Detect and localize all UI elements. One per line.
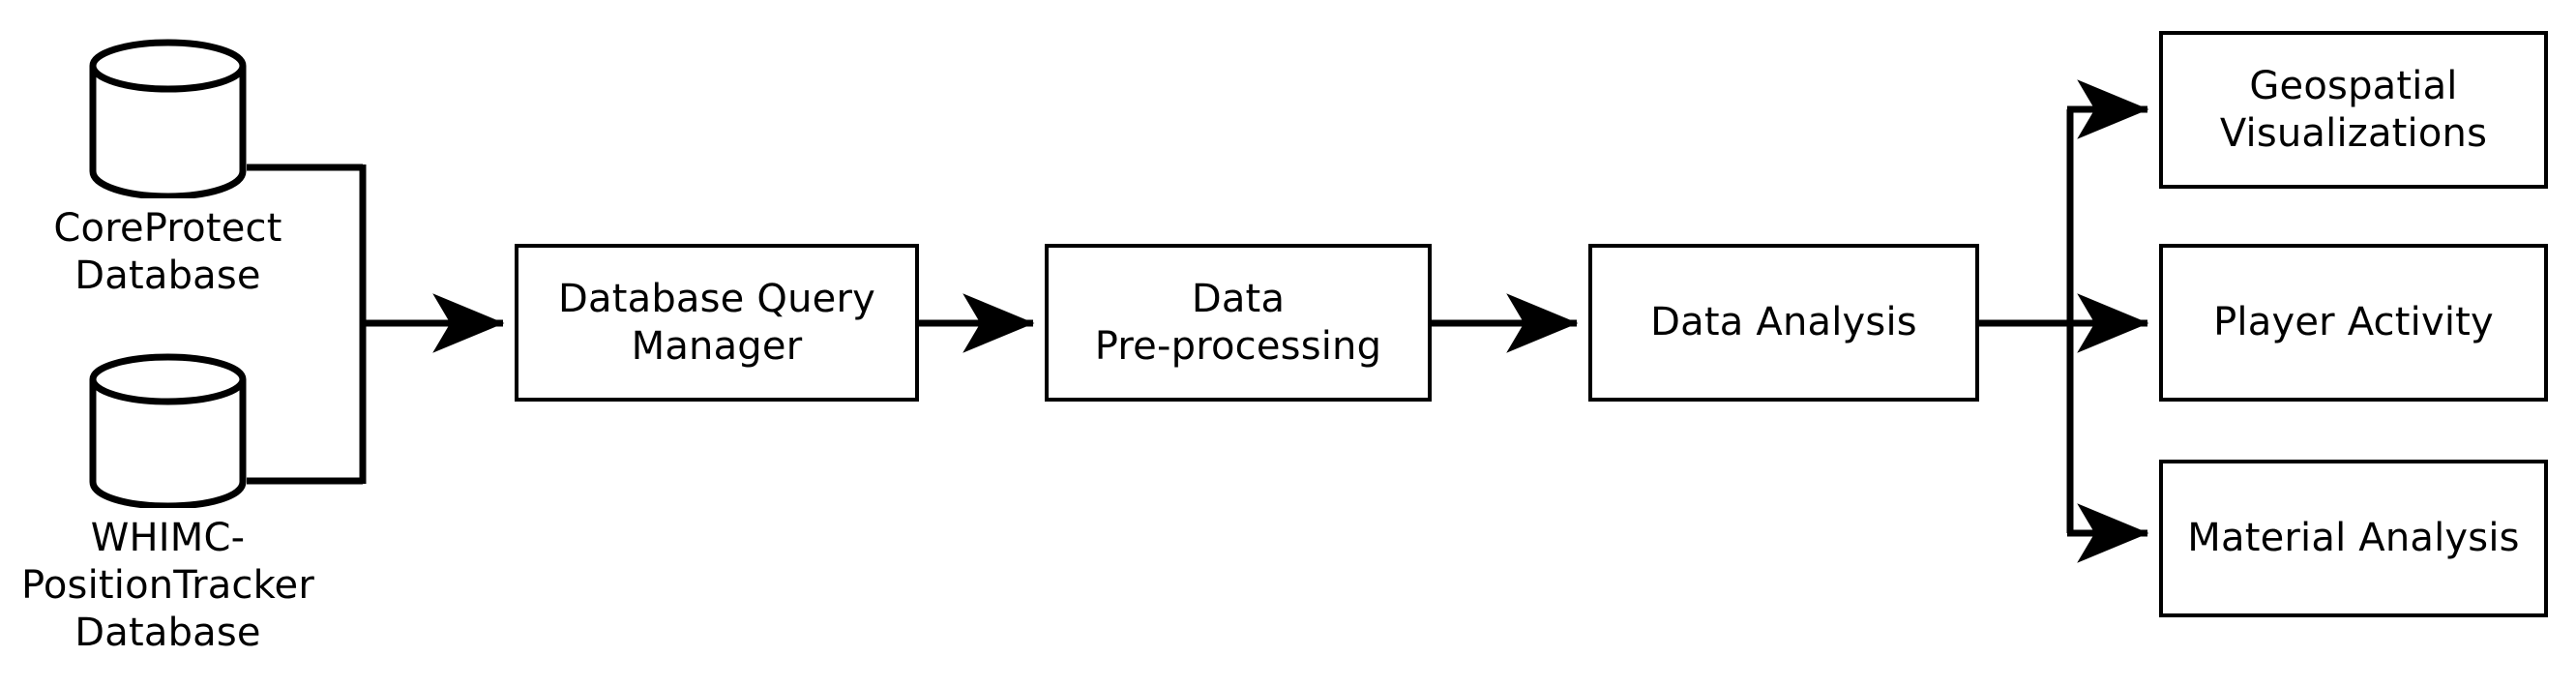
source-label-coreprotect-db: CoreProtect Database bbox=[53, 206, 282, 298]
source-node-coreprotect-db[interactable]: CoreProtect Database bbox=[53, 39, 281, 298]
process-box-data-pre-processing[interactable]: Data Pre-processing bbox=[1045, 244, 1432, 402]
output-box-material-analysis[interactable]: Material Analysis bbox=[2159, 460, 2548, 617]
output-box-player-activity[interactable]: Player Activity bbox=[2159, 244, 2548, 402]
output-box-geospatial-visualizations[interactable]: Geospatial Visualizations bbox=[2159, 31, 2548, 189]
source-label-whimc-db: WHIMC- PositionTracker Database bbox=[20, 516, 315, 655]
process-box-database-query-manager[interactable]: Database Query Manager bbox=[515, 244, 919, 402]
source-node-whimc-db[interactable]: WHIMC- PositionTracker Database bbox=[21, 353, 314, 655]
process-box-data-analysis[interactable]: Data Analysis bbox=[1588, 244, 1979, 402]
database-cylinder-icon bbox=[89, 353, 247, 508]
database-cylinder-icon bbox=[89, 39, 247, 198]
